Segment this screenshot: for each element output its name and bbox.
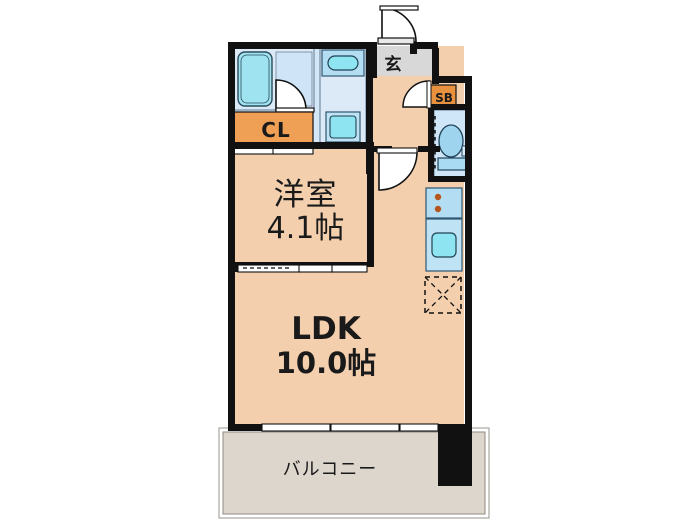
hall-swing-door-icon — [376, 147, 418, 191]
bathtub-icon — [237, 51, 273, 107]
balcony-window-icon — [261, 423, 439, 432]
washroom — [319, 47, 368, 147]
bathroom — [233, 47, 315, 113]
vanity-sink-icon — [327, 55, 359, 71]
entrance-door-icon — [377, 5, 419, 45]
stove-burner-icon — [434, 205, 442, 213]
kitchen-sink-icon — [431, 232, 457, 258]
toilet-tank-icon — [437, 157, 467, 171]
shoebox-door-icon — [402, 80, 432, 109]
toilet-room — [433, 109, 470, 179]
closet-cl — [233, 111, 314, 155]
room-sliding-door-icon — [237, 264, 368, 273]
refrigerator-space-icon — [424, 276, 462, 314]
stove-icon — [425, 187, 463, 219]
shoe-box-fill — [428, 84, 457, 108]
toilet-bowl-icon — [438, 124, 464, 158]
kitchen — [424, 187, 463, 314]
closet-fill — [233, 111, 314, 147]
stove-burner-icon — [434, 193, 442, 201]
